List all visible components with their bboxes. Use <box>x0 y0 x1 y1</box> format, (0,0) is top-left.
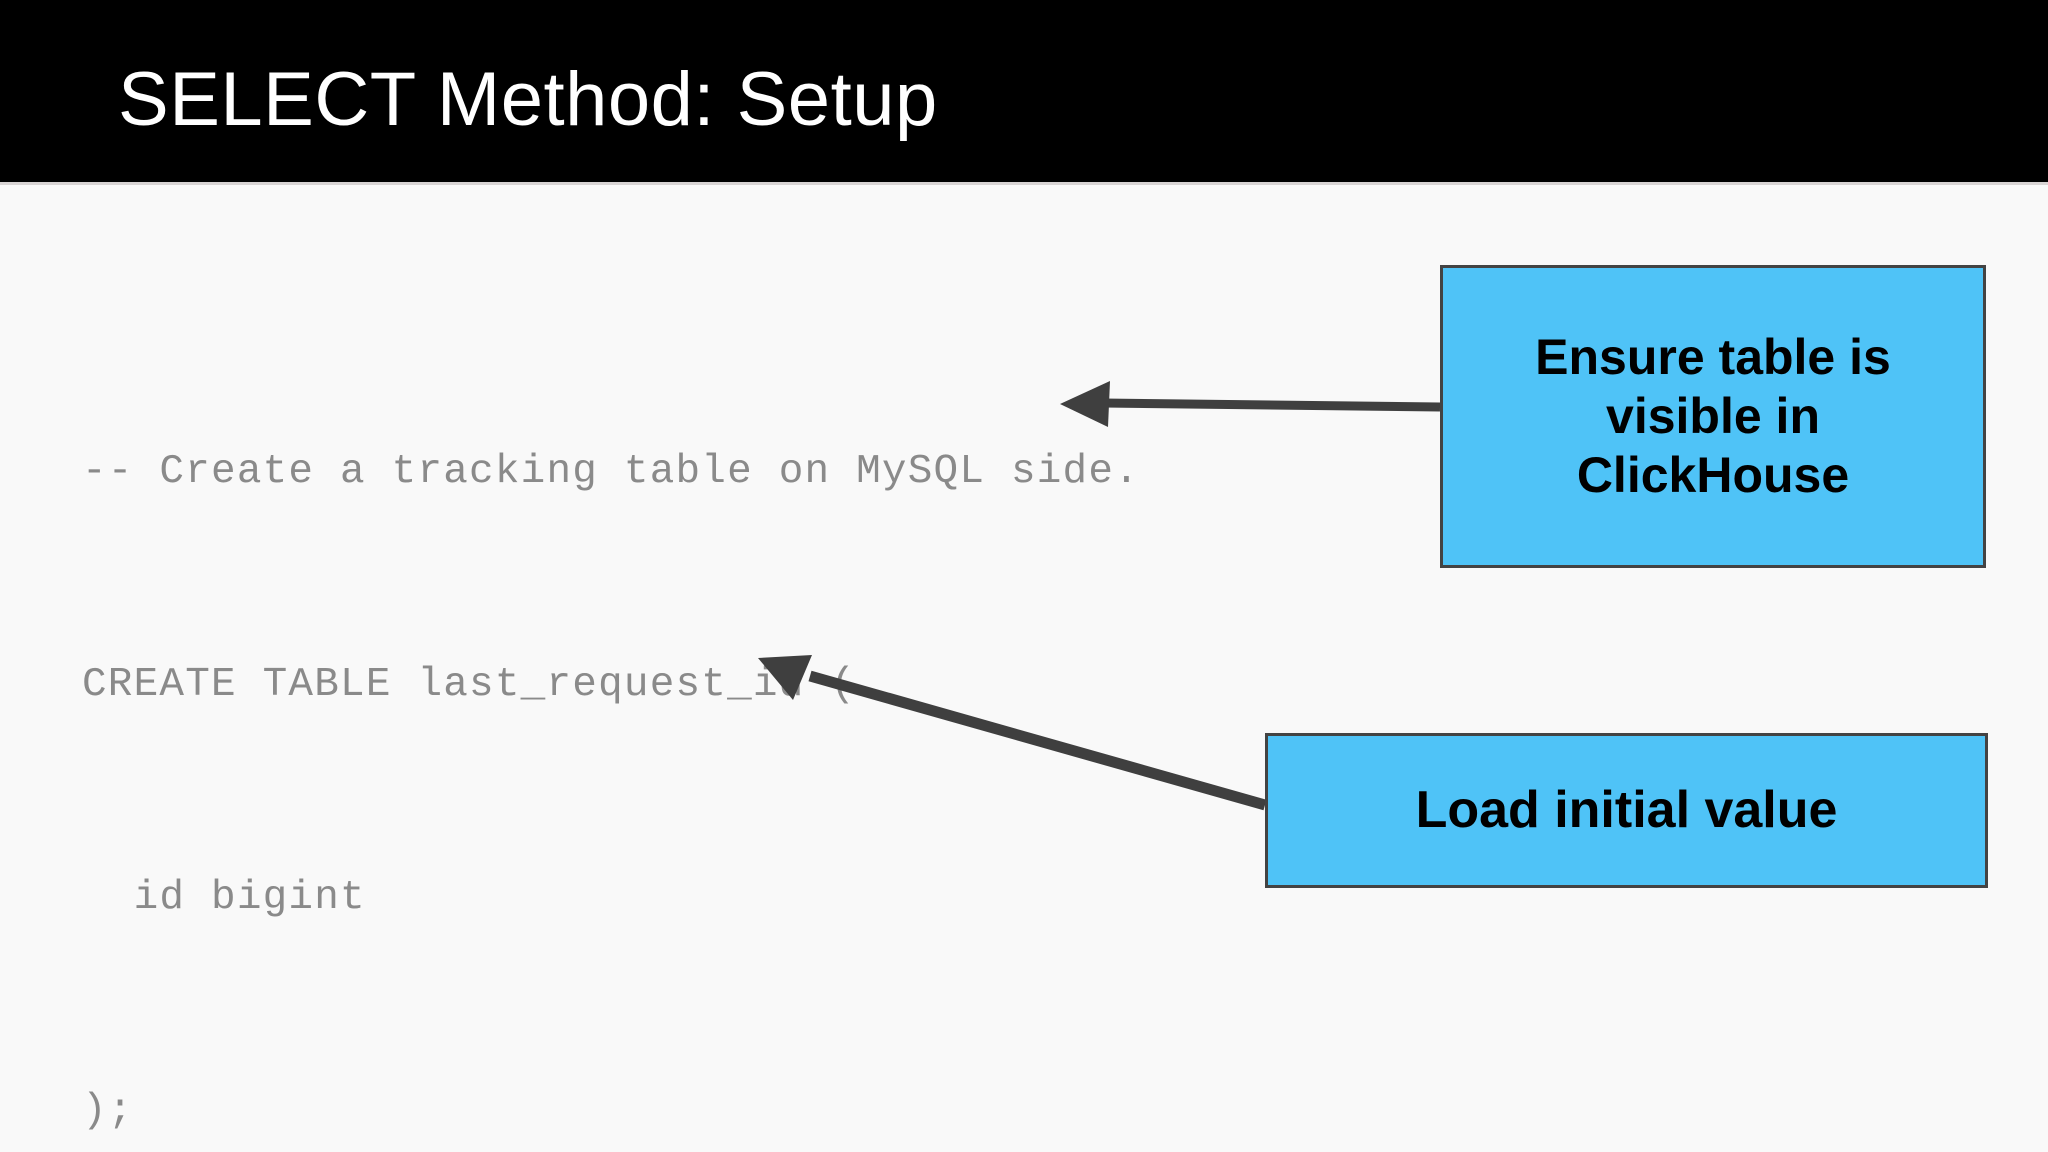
code-line: -- Create a tracking table on MySQL side… <box>82 449 1140 495</box>
banner-divider <box>0 182 2048 185</box>
callout-load-initial-value: Load initial value <box>1265 733 1988 888</box>
code-line: CREATE TABLE last_request_id ( <box>82 662 857 708</box>
callout-ensure-table-visible: Ensure table is visible in ClickHouse <box>1440 265 1986 568</box>
title-banner <box>0 0 2048 182</box>
code-line: ); <box>82 1088 134 1134</box>
page-title: SELECT Method: Setup <box>118 57 938 142</box>
code-block: -- Create a tracking table on MySQL side… <box>82 295 1140 1152</box>
code-line: id bigint <box>82 875 366 921</box>
